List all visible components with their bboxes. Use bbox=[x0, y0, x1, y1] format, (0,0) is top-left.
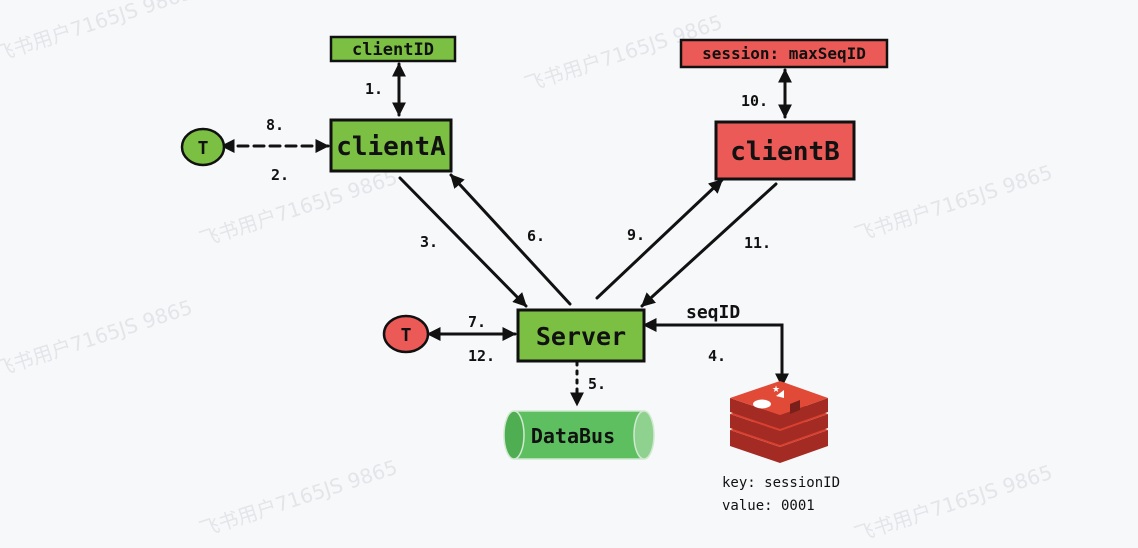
svg-text:clientID: clientID bbox=[352, 40, 434, 60]
step-1: 1. bbox=[365, 80, 383, 98]
redis-key-text: key: sessionID bbox=[722, 475, 840, 491]
svg-text:Server: Server bbox=[536, 322, 626, 351]
svg-text:session: maxSeqID: session: maxSeqID bbox=[702, 44, 866, 63]
clientb-box: clientB bbox=[714, 120, 856, 181]
step-3: 3. bbox=[420, 233, 438, 251]
step-4: 4. bbox=[708, 347, 726, 365]
step-8: 8. bbox=[266, 116, 284, 134]
svg-text:T: T bbox=[401, 325, 412, 346]
edge-server-clienta bbox=[449, 173, 572, 306]
edge-clienta-server bbox=[398, 176, 528, 308]
databus-cylinder: DataBus bbox=[503, 410, 655, 460]
redis-value-text: value: 0001 bbox=[722, 498, 815, 514]
svg-text:★: ★ bbox=[772, 385, 780, 395]
svg-text:clientB: clientB bbox=[730, 137, 840, 167]
svg-text:clientA: clientA bbox=[336, 132, 446, 162]
edge-server-redis bbox=[642, 318, 789, 388]
svg-text:T: T bbox=[198, 138, 209, 159]
redis-icon: ★ bbox=[730, 381, 828, 463]
server-box: Server bbox=[516, 308, 646, 363]
clientid-box: clientID bbox=[329, 35, 457, 63]
edge-clientb-server bbox=[640, 182, 778, 308]
step-11: 11. bbox=[744, 234, 771, 252]
session-maxseqid-box: session: maxSeqID bbox=[679, 38, 889, 69]
clienta-box: clientA bbox=[329, 118, 453, 173]
edge-server-clientb bbox=[595, 178, 724, 300]
step-2: 2. bbox=[271, 166, 289, 184]
svg-text:DataBus: DataBus bbox=[531, 424, 615, 448]
step-10: 10. bbox=[741, 92, 768, 110]
step-9: 9. bbox=[627, 226, 645, 244]
step-5: 5. bbox=[588, 375, 606, 393]
timer-clienta: T bbox=[180, 127, 226, 167]
step-6: 6. bbox=[527, 227, 545, 245]
step-7: 7. bbox=[468, 313, 486, 331]
timer-server: T bbox=[382, 314, 430, 354]
step-12: 12. bbox=[468, 347, 495, 365]
seqid-label: seqID bbox=[686, 302, 740, 323]
